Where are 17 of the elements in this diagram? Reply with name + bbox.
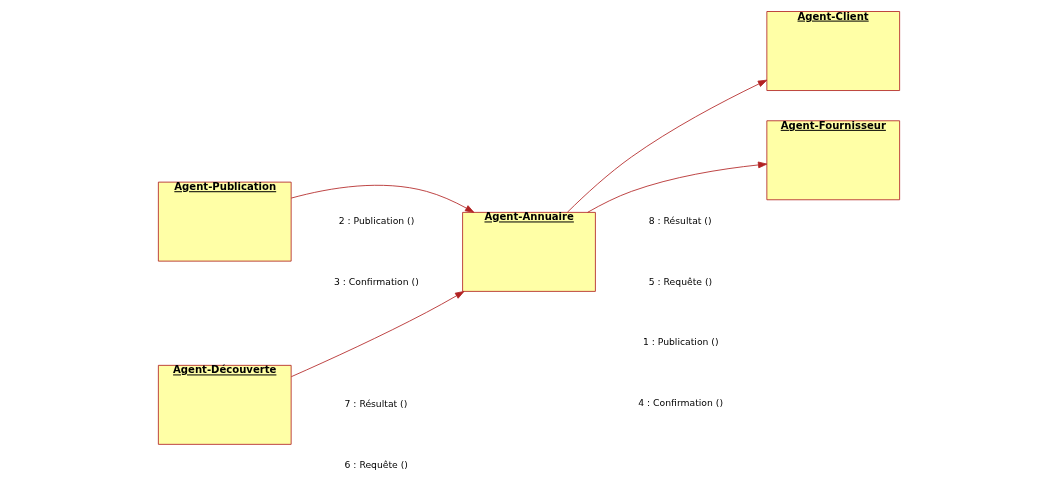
node-box: Agent-Fournisseur: [766, 120, 901, 201]
label: 2 : Publication (): [338, 214, 415, 226]
arrow: [566, 79, 768, 213]
arrow: [587, 161, 768, 213]
label: 3 : Confirmation (): [334, 275, 419, 287]
label: 7 : Résultat (): [344, 398, 408, 410]
label: 6 : Requête (): [344, 458, 408, 470]
node-box: Agent-Publication: [157, 181, 292, 262]
node-box: Agent-Client: [766, 11, 901, 91]
label: 1 : Publication (): [642, 336, 719, 347]
label: 5 : Requête (): [648, 275, 713, 287]
arrow: [290, 291, 465, 378]
label: 4 : Confirmation (): [638, 396, 724, 408]
node-box: Agent-Annuaire: [462, 211, 596, 292]
node-box: Agent-Découverte: [157, 364, 292, 445]
label: 8 : Résultat (): [648, 214, 712, 226]
arrow: [290, 184, 475, 213]
